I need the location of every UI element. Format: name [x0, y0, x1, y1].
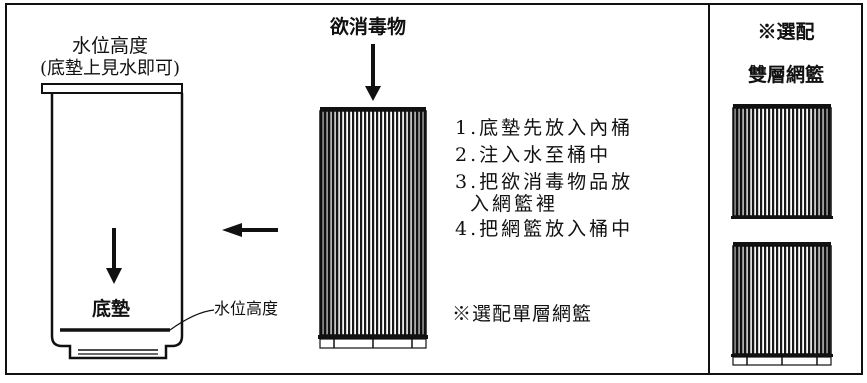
option-title: ※選配 — [757, 21, 814, 43]
double-basket-upper-illustration — [731, 104, 833, 219]
double-basket-label: 雙層網籃 — [748, 63, 824, 86]
step-2: 2.注入水至桶中 — [455, 144, 611, 166]
down-arrow-icon — [106, 228, 122, 284]
disinfect-label: 欲消毒物 — [329, 15, 406, 38]
bucket-illustration — [41, 83, 184, 360]
water-level-side-label: 水位高度 — [214, 299, 278, 318]
step-4: 4.把網籃放入桶中 — [455, 218, 633, 240]
single-basket-option-label: ※選配單層網籃 — [452, 303, 592, 325]
left-arrow-icon — [222, 223, 278, 237]
step-3-continued: 入網籃裡 — [470, 193, 558, 215]
diagram-frame — [5, 3, 863, 375]
down-arrow-icon — [365, 44, 381, 101]
single-basket-illustration — [318, 107, 428, 349]
double-basket-lower-illustration — [731, 242, 833, 366]
water-level-note: (底墊上見水即可) — [40, 58, 180, 79]
water-level-pointer — [169, 309, 215, 331]
step-1: 1.底墊先放入內桶 — [455, 117, 633, 139]
step-3: 3.把欲消毒物品放 — [455, 171, 633, 193]
water-level-title: 水位高度 — [72, 35, 148, 57]
base-pad-label: 底墊 — [92, 297, 130, 320]
